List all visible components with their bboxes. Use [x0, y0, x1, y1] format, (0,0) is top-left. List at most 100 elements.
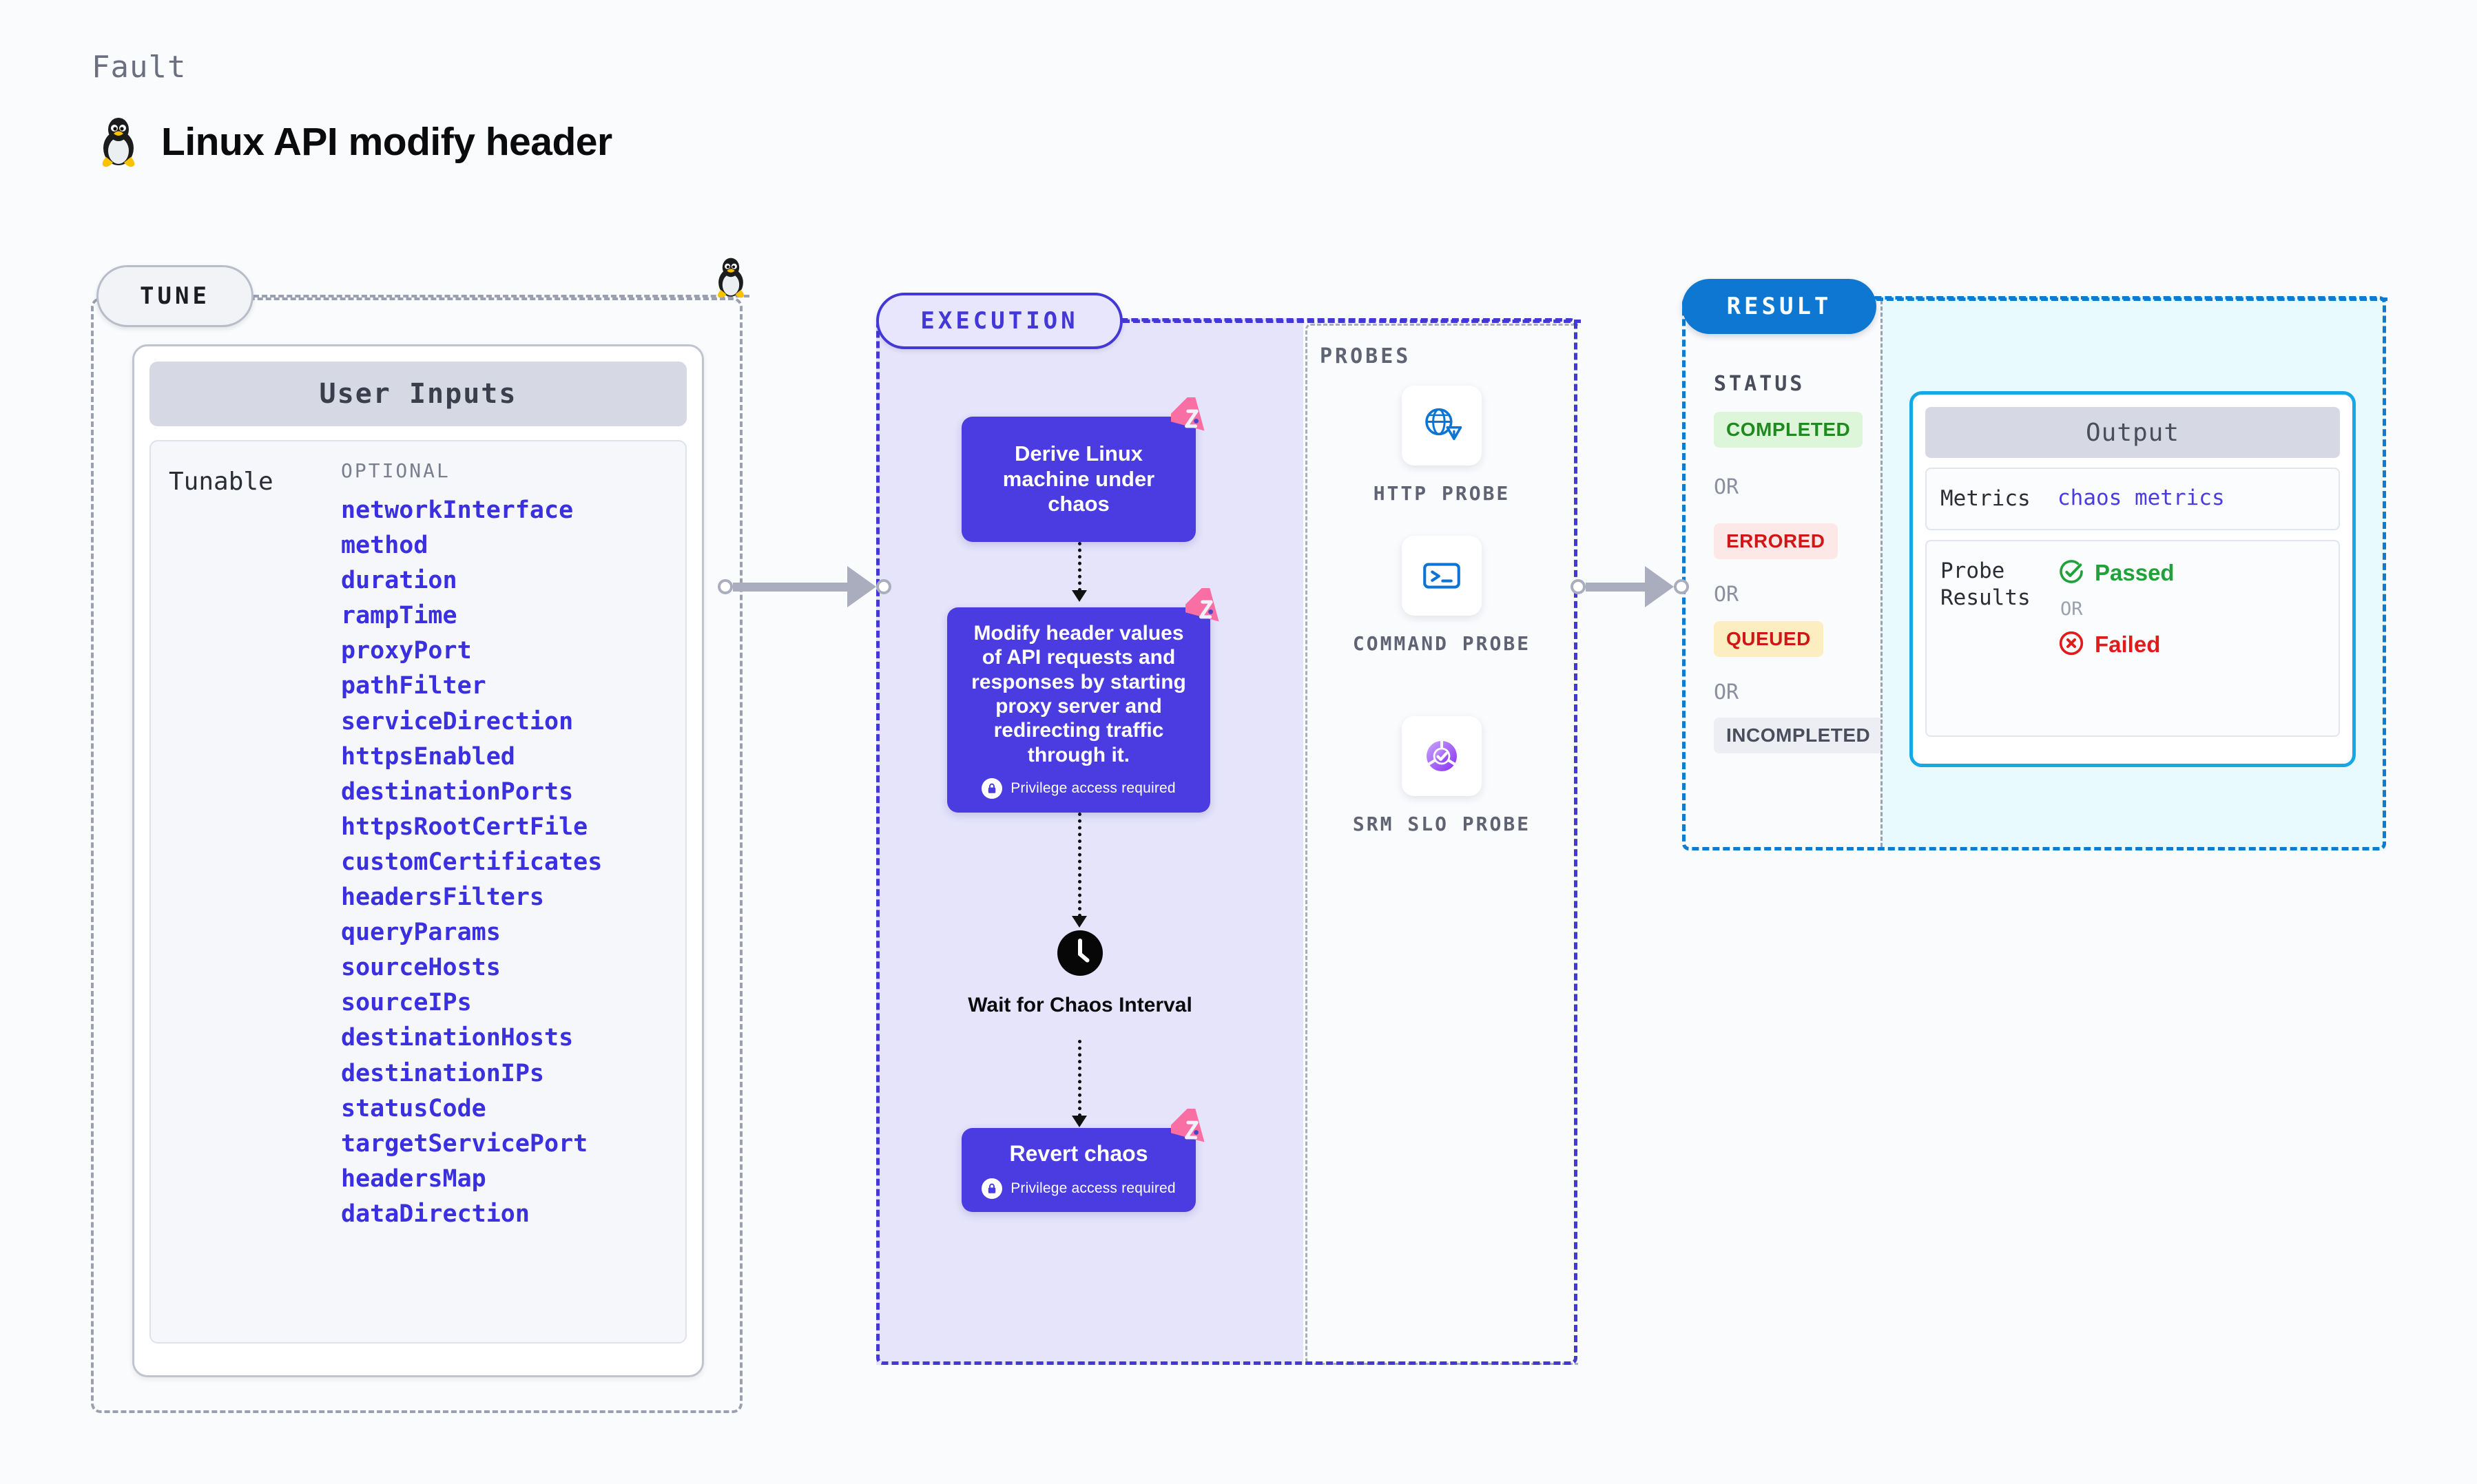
execution-stage-connector-line — [1123, 320, 1581, 323]
output-title: Output — [1925, 407, 2340, 458]
output-card: Output Metrics chaos metrics Probe Resul… — [1909, 391, 2356, 767]
flow-line-2 — [1078, 813, 1081, 917]
tune-stage-connector-line — [253, 295, 749, 297]
execution-node-modify-text: Modify header values of API requests and… — [971, 621, 1186, 766]
status-badge-queued: QUEUED — [1714, 621, 1823, 657]
optional-input-item[interactable]: customCertificates — [341, 848, 603, 876]
fault-kicker: Fault — [92, 50, 187, 85]
harness-triangle-icon — [1168, 1106, 1214, 1157]
terminal-icon — [1402, 536, 1482, 616]
optional-input-item[interactable]: method — [341, 532, 428, 560]
result-inner-divider — [1880, 300, 1883, 847]
optional-input-item[interactable]: statusCode — [341, 1094, 486, 1122]
user-inputs-title: User Inputs — [149, 362, 687, 426]
connector-start-dot — [1571, 579, 1586, 594]
connector-end-dot — [876, 579, 891, 594]
globe-warning-icon — [1402, 386, 1482, 466]
probe-results-values: Passed OR Failed — [2058, 558, 2175, 660]
optional-input-item[interactable]: httpsEnabled — [341, 742, 515, 771]
optional-input-item[interactable]: destinationPorts — [341, 777, 574, 806]
privilege-note-revert-text: Privilege access required — [1011, 1180, 1176, 1196]
probe-http-label: HTTP PROBE — [1373, 482, 1511, 505]
optional-caption: OPTIONAL — [341, 459, 450, 482]
optional-input-item[interactable]: proxyPort — [341, 637, 472, 665]
tune-stage-pill[interactable]: TUNE — [96, 265, 253, 327]
tune-stage-boundary — [91, 297, 743, 1413]
linux-penguin-icon — [96, 116, 141, 168]
probe-result-failed: Failed — [2058, 629, 2175, 660]
status-badge-completed: COMPLETED — [1714, 412, 1863, 448]
optional-input-item[interactable]: sourceIPs — [341, 989, 472, 1017]
x-circle-icon — [2058, 629, 2085, 660]
status-badge-incompleted: INCOMPLETED — [1714, 718, 1883, 753]
optional-input-item[interactable]: networkInterface — [341, 497, 574, 524]
optional-input-item[interactable]: duration — [341, 567, 457, 595]
probe-command[interactable]: COMMAND PROBE — [1305, 536, 1578, 657]
connector-arrowhead — [1645, 566, 1674, 607]
tunable-group-label: Tunable — [169, 468, 273, 496]
optional-input-item[interactable]: headersMap — [341, 1164, 486, 1193]
optional-input-item[interactable]: sourceHosts — [341, 954, 501, 982]
harness-triangle-icon — [1168, 395, 1214, 446]
optional-inputs-column: OPTIONAL networkInterface method duration r… — [341, 459, 672, 1324]
slo-donut-check-icon — [1402, 716, 1482, 796]
output-metrics-row: Metrics chaos metrics — [1925, 468, 2340, 530]
connector-tune-to-execution — [718, 566, 891, 607]
execution-node-revert-text: Revert chaos — [1009, 1141, 1148, 1167]
privilege-note-modify-text: Privilege access required — [1011, 780, 1176, 797]
page-title: Linux API modify header — [96, 116, 612, 168]
probe-result-or: OR — [2060, 598, 2083, 620]
optional-input-item[interactable]: headersFilters — [341, 884, 545, 912]
connector-start-dot — [718, 579, 733, 594]
optional-input-item[interactable]: serviceDirection — [341, 707, 574, 735]
flow-arrow-1 — [1072, 590, 1087, 602]
execution-stage-label: EXECUTION — [920, 307, 1079, 335]
optional-input-item[interactable]: dataDirection — [341, 1200, 530, 1228]
probe-http[interactable]: HTTP PROBE — [1305, 386, 1578, 507]
page-title-text: Linux API modify header — [161, 120, 612, 164]
execution-node-derive[interactable]: Derive Linux machine under chaos — [962, 395, 1205, 542]
connector-line — [1586, 582, 1646, 592]
probe-command-label: COMMAND PROBE — [1352, 632, 1531, 655]
user-inputs-body: Tunable OPTIONAL networkInterface method d… — [149, 440, 687, 1344]
probe-result-passed: Passed — [2058, 558, 2175, 589]
clock-icon — [1055, 928, 1105, 981]
execution-node-wait-text: Wait for Chaos Interval — [968, 994, 1192, 1016]
probe-srm-slo[interactable]: SRM SLO PROBE — [1305, 716, 1578, 837]
tune-stage-label: TUNE — [140, 282, 210, 310]
result-stage-pill[interactable]: RESULT — [1682, 279, 1876, 334]
probes-subpanel — [1305, 324, 1578, 1365]
lock-icon — [982, 1178, 1003, 1199]
output-metrics-key: Metrics — [1940, 486, 2031, 511]
status-badge-errored: ERRORED — [1714, 523, 1838, 559]
output-metrics-value[interactable]: chaos metrics — [2058, 485, 2225, 510]
optional-inputs-list: networkInterface method duration rampTime pr… — [341, 493, 672, 1232]
connector-arrowhead — [847, 566, 876, 607]
probe-result-passed-label: Passed — [2095, 560, 2175, 586]
optional-input-item[interactable]: targetServicePort — [341, 1129, 588, 1158]
flow-line-1 — [1078, 542, 1081, 592]
probe-srm-slo-label: SRM SLO PROBE — [1352, 813, 1531, 835]
optional-input-item[interactable]: pathFilter — [341, 672, 486, 700]
execution-node-wait[interactable]: Wait for Chaos Interval — [935, 928, 1225, 1018]
flow-arrow-2 — [1072, 916, 1087, 928]
lock-icon — [982, 778, 1003, 800]
user-inputs-panel: User Inputs Tunable OPTIONAL networkInte… — [132, 344, 704, 1377]
execution-node-derive-text: Derive Linux machine under chaos — [1002, 441, 1155, 516]
flow-arrow-3 — [1072, 1116, 1087, 1127]
execution-node-modify[interactable]: Modify header values of API requests and… — [947, 585, 1219, 813]
execution-node-revert[interactable]: Revert chaos Privilege access required — [962, 1106, 1205, 1212]
check-circle-icon — [2058, 558, 2085, 589]
optional-input-item[interactable]: rampTime — [341, 602, 457, 630]
optional-input-item[interactable]: queryParams — [341, 919, 501, 947]
result-stage-connector-line — [1876, 297, 2387, 301]
execution-stage-pill[interactable]: EXECUTION — [876, 293, 1123, 349]
privilege-note-revert: Privilege access required — [982, 1178, 1176, 1199]
status-or-1: OR — [1714, 475, 1739, 499]
optional-input-item[interactable]: httpsRootCertFile — [341, 813, 588, 841]
status-caption: STATUS — [1714, 372, 1805, 396]
optional-input-item[interactable]: destinationHosts — [341, 1024, 574, 1052]
connector-execution-to-result — [1571, 566, 1689, 607]
optional-input-item[interactable]: destinationIPs — [341, 1059, 545, 1087]
